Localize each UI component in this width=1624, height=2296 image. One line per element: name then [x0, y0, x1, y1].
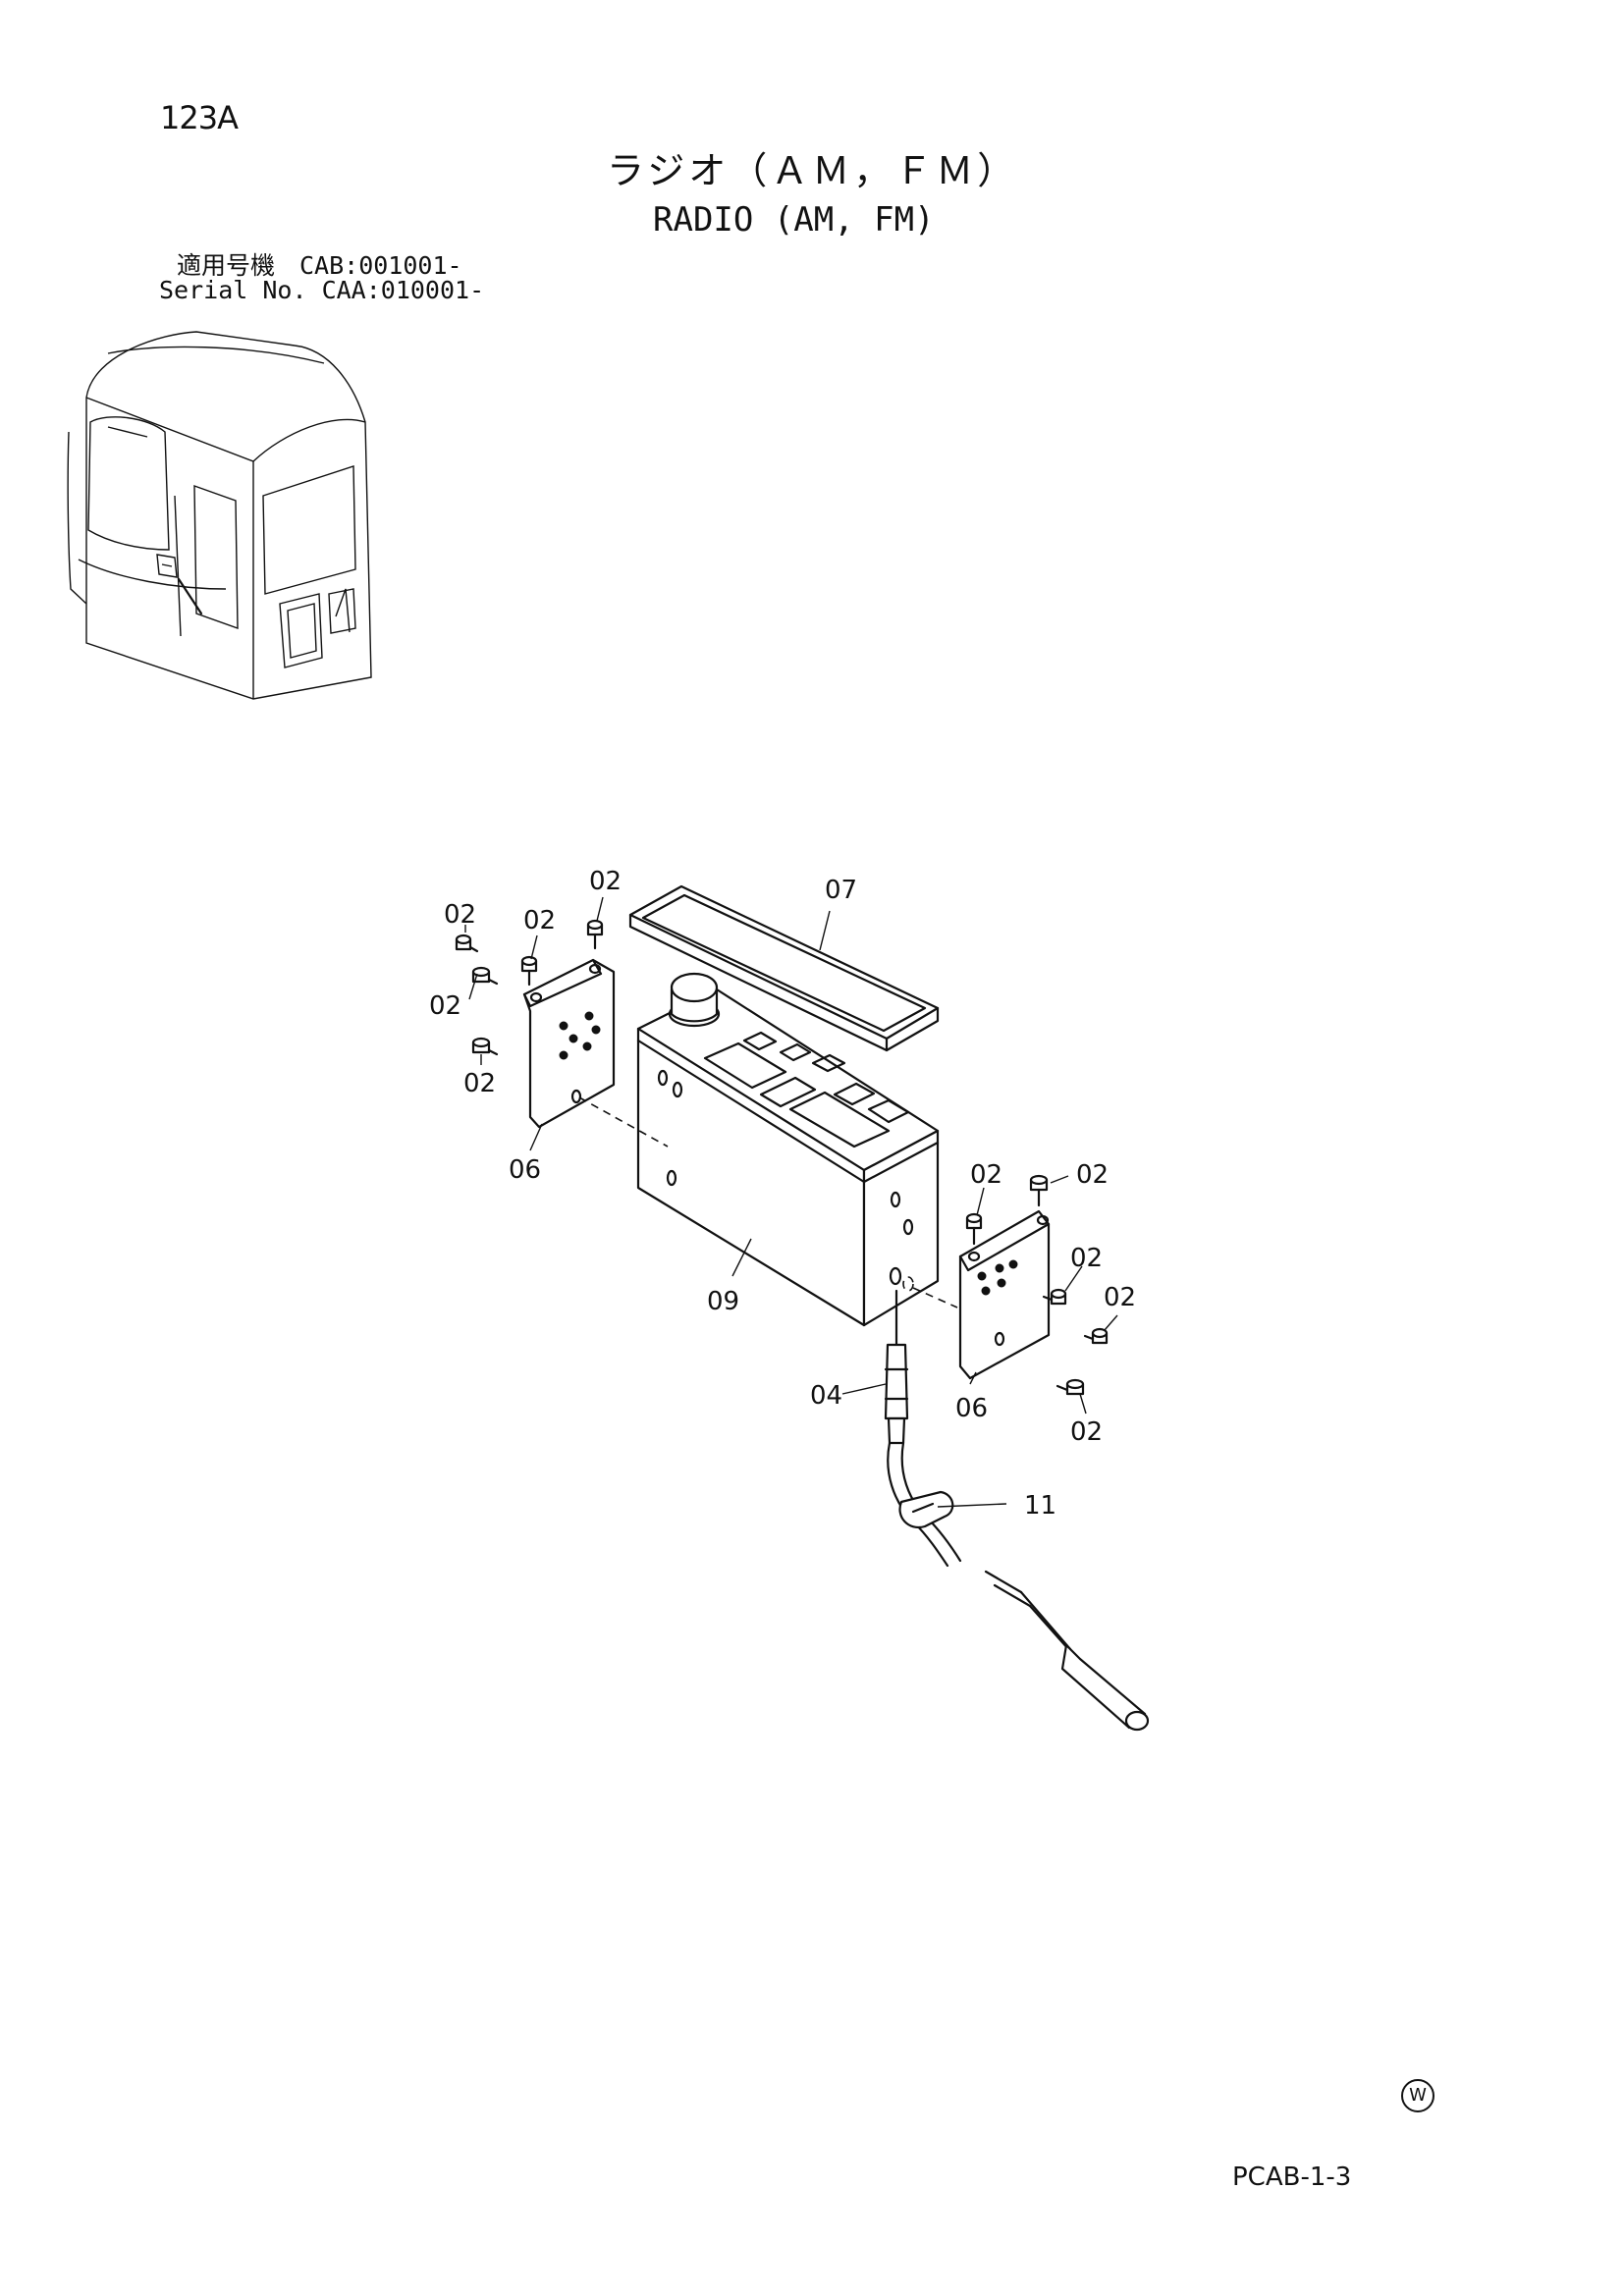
- part-antenna-cable-04: [884, 1289, 962, 1568]
- callout-06: 06: [955, 1394, 988, 1423]
- serial-number-line: Serial No. CAA:010001-: [159, 276, 485, 304]
- part-tray-07: [628, 884, 940, 1052]
- callout-04: 04: [810, 1381, 842, 1411]
- callout-11: 11: [1024, 1491, 1056, 1521]
- callout-06: 06: [509, 1155, 541, 1185]
- cab-locator-sketch: [67, 331, 372, 700]
- callout-02: 02: [429, 991, 461, 1021]
- part-radio-unit-09: [636, 972, 940, 1327]
- callout-02: 02: [463, 1069, 496, 1098]
- callout-02: 02: [444, 900, 476, 930]
- callout-02: 02: [1076, 1160, 1109, 1190]
- part-bracket-right-06: [912, 1209, 1051, 1380]
- callout-09: 09: [707, 1287, 739, 1316]
- callout-02: 02: [1070, 1244, 1103, 1273]
- page-code: 123A: [160, 99, 239, 136]
- callout-02: 02: [970, 1160, 1002, 1190]
- callout-07: 07: [825, 876, 857, 905]
- callout-labels: 02 02 02 02 02 07 06 09 02 02 02 02 02 0…: [429, 867, 1136, 1521]
- serial-applicable-line: 適用号機 CAB:001001-: [177, 251, 462, 280]
- part-screws-02: [455, 919, 1109, 1396]
- callout-02: 02: [589, 867, 622, 896]
- callout-02: 02: [1070, 1417, 1103, 1447]
- leader-lines: [464, 896, 1118, 1508]
- title-japanese: ラジオ（ＡＭ，ＦＭ）: [607, 149, 1019, 192]
- callout-02: 02: [523, 906, 556, 935]
- watermark-logo: W: [1401, 2079, 1435, 2112]
- callout-02: 02: [1104, 1283, 1136, 1312]
- title-english: RADIO (AM, FM): [653, 200, 935, 240]
- part-antenna-rod: [1019, 1590, 1150, 1732]
- part-bracket-left-06: [522, 958, 669, 1148]
- footer-page-code: PCAB-1-3: [1232, 2163, 1352, 2192]
- part-clamp-11: [898, 1490, 1032, 1608]
